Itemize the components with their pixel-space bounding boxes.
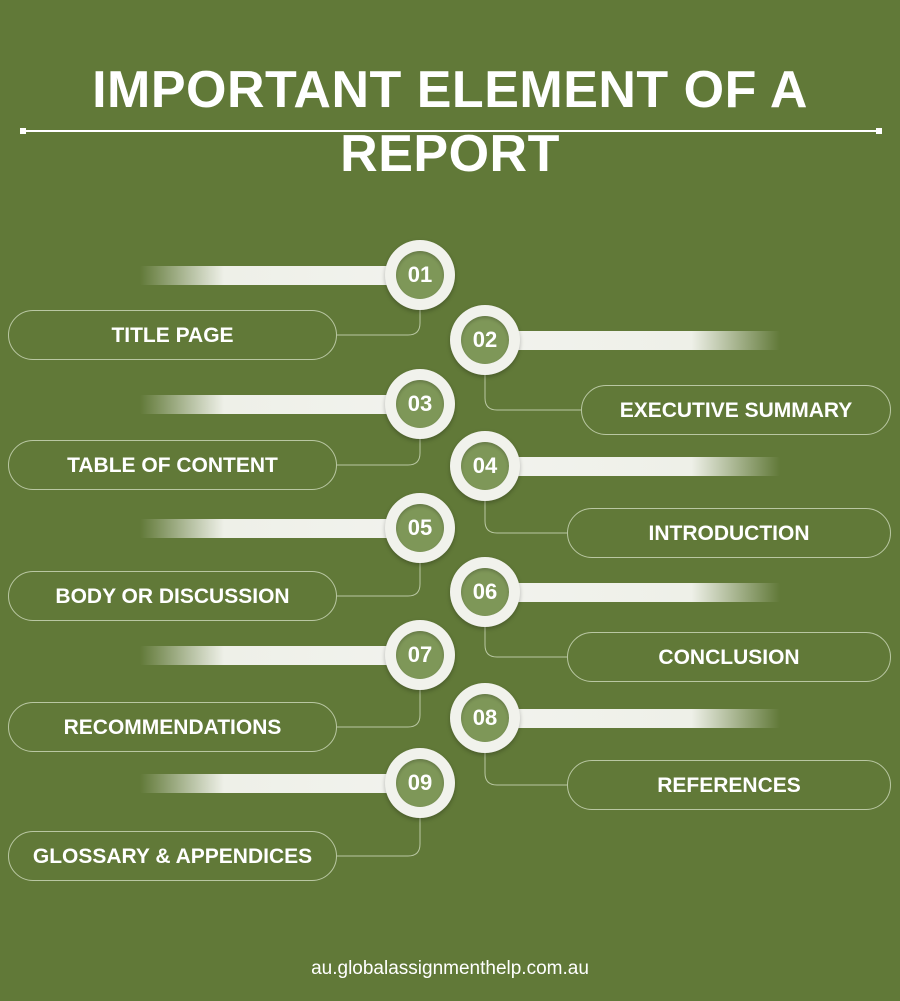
connector-line xyxy=(337,690,421,728)
step-number: 03 xyxy=(396,380,444,428)
connector-bar xyxy=(485,457,780,476)
step-circle: 03 xyxy=(385,369,455,439)
step-circle: 02 xyxy=(450,305,520,375)
step-label: BODY OR DISCUSSION xyxy=(8,571,337,621)
connector-line xyxy=(484,627,567,658)
step-circle: 05 xyxy=(385,493,455,563)
step-label: TITLE PAGE xyxy=(8,310,337,360)
connector-line xyxy=(337,818,421,857)
connector-line xyxy=(337,310,421,336)
step-circle: 08 xyxy=(450,683,520,753)
connector-bar xyxy=(140,519,420,538)
connector-bar xyxy=(485,331,780,350)
step-circle: 04 xyxy=(450,431,520,501)
page-title: IMPORTANT ELEMENT OF A REPORT xyxy=(92,61,808,183)
step-number: 02 xyxy=(461,316,509,364)
step-number: 04 xyxy=(461,442,509,490)
connector-bar xyxy=(485,583,780,602)
step-number: 06 xyxy=(461,568,509,616)
step-number: 08 xyxy=(461,694,509,742)
connector-line xyxy=(484,501,567,534)
step-number: 07 xyxy=(396,631,444,679)
connector-line xyxy=(484,375,581,411)
step-label: CONCLUSION xyxy=(567,632,891,682)
step-number: 09 xyxy=(396,759,444,807)
connector-line xyxy=(484,753,567,786)
step-circle: 01 xyxy=(385,240,455,310)
connector-line xyxy=(337,563,421,597)
step-label: RECOMMENDATIONS xyxy=(8,702,337,752)
step-circle: 07 xyxy=(385,620,455,690)
connector-bar xyxy=(485,709,780,728)
step-number: 05 xyxy=(396,504,444,552)
step-label: REFERENCES xyxy=(567,760,891,810)
connector-bar xyxy=(140,266,420,285)
title-underline xyxy=(20,128,882,134)
step-label: TABLE OF CONTENT xyxy=(8,440,337,490)
connector-bar xyxy=(140,646,420,665)
step-circle: 09 xyxy=(385,748,455,818)
step-label: INTRODUCTION xyxy=(567,508,891,558)
connector-bar xyxy=(140,774,420,793)
step-label: GLOSSARY & APPENDICES xyxy=(8,831,337,881)
step-number: 01 xyxy=(396,251,444,299)
step-label: EXECUTIVE SUMMARY xyxy=(581,385,891,435)
connector-line xyxy=(337,439,421,466)
website-url: au.globalassignmenthelp.com.au xyxy=(311,958,589,979)
connector-bar xyxy=(140,395,420,414)
step-circle: 06 xyxy=(450,557,520,627)
